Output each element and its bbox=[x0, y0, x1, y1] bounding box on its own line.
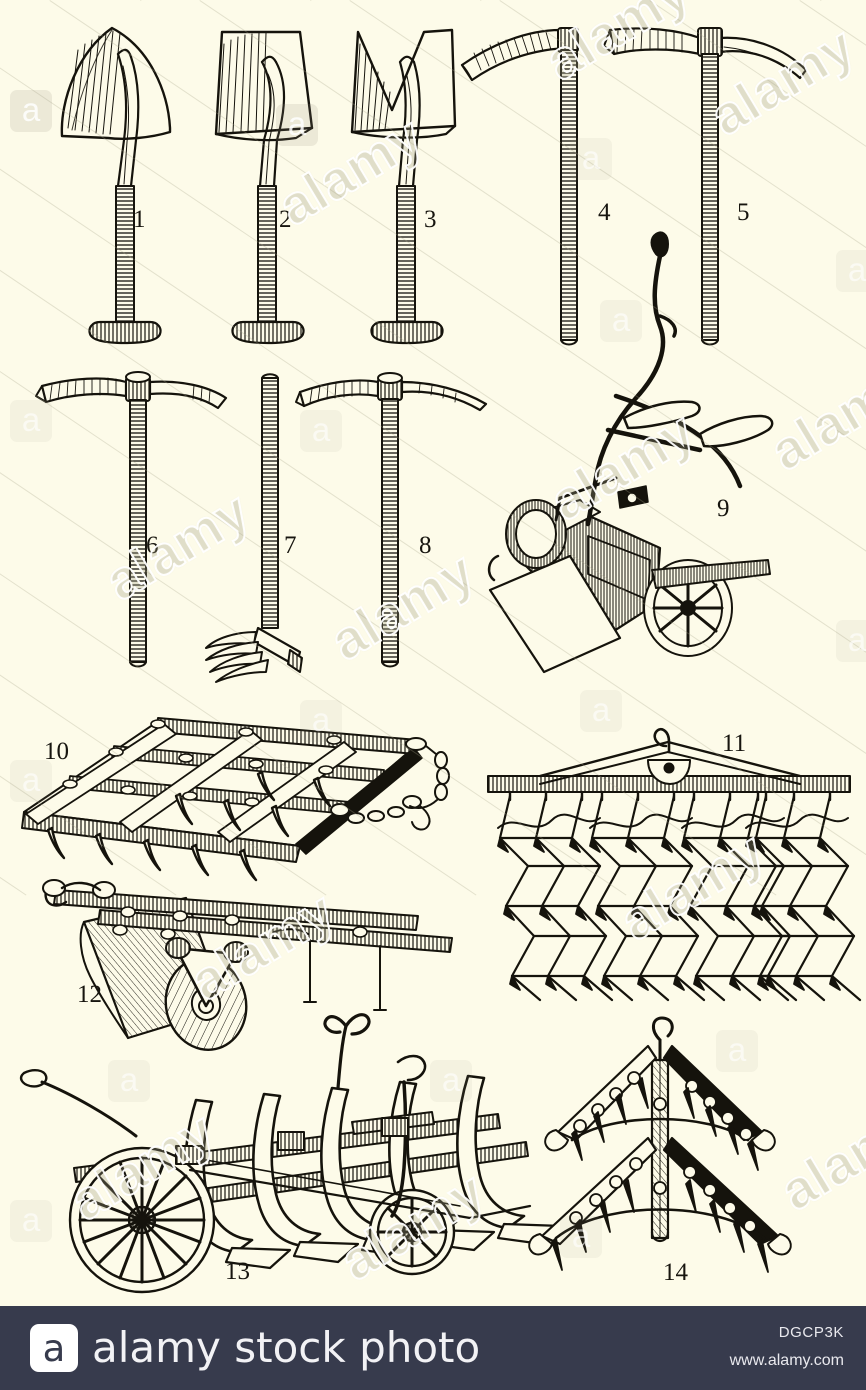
figure-13-multi-share-plough bbox=[19, 1013, 564, 1294]
figure-label-7: 7 bbox=[284, 532, 297, 559]
figure-5-double-bladed-mattock bbox=[603, 27, 808, 346]
figure-3-forked-spade bbox=[350, 28, 457, 345]
figure-label-1: 1 bbox=[133, 206, 146, 233]
figure-label-8: 8 bbox=[419, 532, 432, 559]
figure-6-double-bladed-hoe bbox=[35, 371, 228, 668]
figure-9-hand-push-seed-drill bbox=[487, 231, 774, 674]
alamy-footer-bar: a alamy stock photo DGCP3K www.alamy.com bbox=[0, 1306, 866, 1390]
figure-8-pickaxe bbox=[295, 372, 488, 668]
figure-label-6: 6 bbox=[146, 532, 159, 559]
figure-label-13: 13 bbox=[225, 1258, 250, 1285]
figure-label-5: 5 bbox=[737, 199, 750, 226]
figure-label-2: 2 bbox=[279, 206, 292, 233]
figure-14-triangular-harrow bbox=[528, 1016, 792, 1273]
figure-2-square-spade bbox=[214, 30, 314, 345]
alamy-logo-box: a bbox=[30, 1324, 78, 1372]
alamy-logo-letter: a bbox=[42, 1327, 66, 1370]
image-code-text: DGCP3K bbox=[778, 1324, 844, 1341]
figure-label-14: 14 bbox=[663, 1259, 688, 1286]
figure-label-10: 10 bbox=[44, 738, 69, 765]
figure-label-3: 3 bbox=[424, 206, 437, 233]
figure-label-12: 12 bbox=[77, 981, 102, 1008]
figure-label-11: 11 bbox=[722, 730, 747, 757]
figure-label-4: 4 bbox=[598, 199, 611, 226]
figure-11-zigzag-harrow bbox=[487, 728, 862, 1002]
tools-illustration bbox=[19, 26, 862, 1294]
figure-4-curved-hoe bbox=[460, 27, 579, 346]
figure-1-pointed-spade bbox=[60, 26, 172, 345]
figure-10-frame-harrow bbox=[21, 717, 450, 882]
figure-7-pronged-cultivator bbox=[205, 373, 303, 683]
figure-12-field-roller bbox=[42, 879, 453, 1051]
figure-label-9: 9 bbox=[717, 495, 730, 522]
alamy-brand-text: alamy stock photo bbox=[92, 1323, 481, 1372]
alamy-url-text: www.alamy.com bbox=[729, 1352, 844, 1369]
